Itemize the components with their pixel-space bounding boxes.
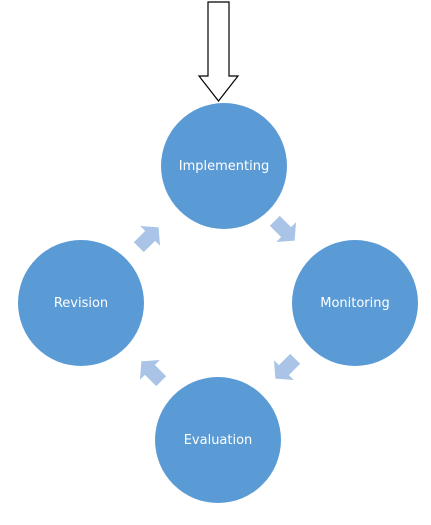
node-circle	[18, 240, 144, 366]
node-evaluation: Evaluation	[155, 377, 281, 503]
node-revision: Revision	[18, 240, 144, 366]
node-circle	[161, 103, 287, 229]
arrow-evaluation-to-revision	[139, 359, 167, 387]
node-circle	[292, 240, 418, 366]
node-label: Evaluation	[184, 433, 253, 448]
arrow-implementing-to-monitoring	[269, 215, 297, 243]
node-label: Monitoring	[320, 296, 390, 311]
node-monitoring: Monitoring	[292, 240, 418, 366]
entry-arrow	[197, 1, 240, 102]
node-circle	[155, 377, 281, 503]
arrow-revision-to-implementing	[133, 225, 161, 253]
node-label: Revision	[54, 296, 108, 311]
node-implementing: Implementing	[161, 103, 287, 229]
arrow-monitoring-to-evaluation	[273, 353, 301, 381]
node-label: Implementing	[179, 159, 269, 174]
